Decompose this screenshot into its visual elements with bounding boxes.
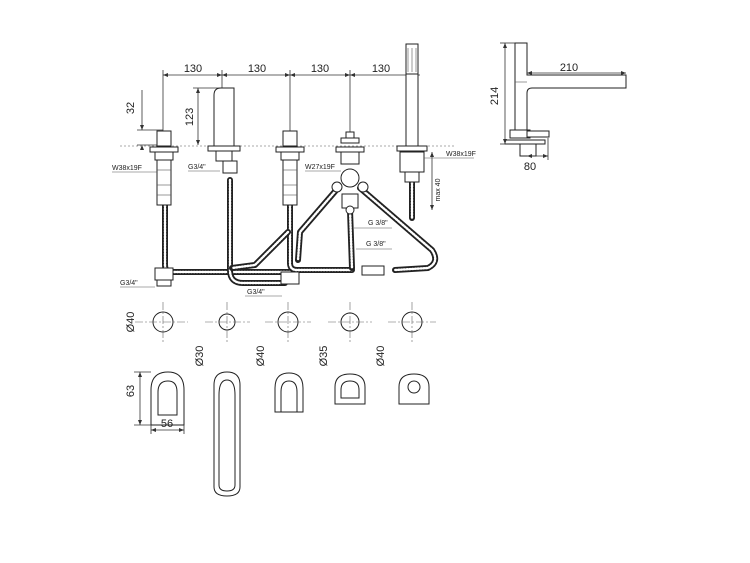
label-w27: W27x19F: [305, 164, 335, 171]
side-view: 214 210 80: [489, 42, 627, 173]
diameter-3: Ø40: [255, 346, 267, 367]
thread-labels: W38x19F G3/4" W27x19F W38x19F G 3/8" G 3…: [112, 151, 476, 297]
hose-connector: [361, 265, 385, 276]
valve-body-left: [149, 130, 179, 287]
dim-123: 123: [184, 108, 196, 126]
diameter-2: Ø30: [194, 346, 206, 367]
valve-body-center: [275, 130, 305, 285]
diameter-4: Ø35: [318, 346, 330, 367]
label-max40: max 40: [435, 178, 442, 201]
label-g34-left: G3/4": [120, 280, 138, 287]
dim-130-4: 130: [372, 63, 390, 75]
dim-56: 56: [161, 418, 173, 430]
diameter-1: Ø40: [125, 312, 137, 333]
height-dimensions: 32 123: [125, 87, 222, 150]
diameter-5: Ø40: [375, 346, 387, 367]
dim-210: 210: [560, 62, 578, 74]
diverter-body: [331, 131, 369, 215]
label-w38-right: W38x19F: [446, 151, 476, 158]
dim-130-3: 130: [311, 63, 329, 75]
label-g38-b: G 3/8": [366, 241, 386, 248]
top-dimension-chain: 130 130 130 130: [162, 63, 420, 140]
dim-32: 32: [125, 102, 137, 114]
spout-body: [207, 87, 241, 174]
dim-80: 80: [524, 161, 536, 173]
handles-top-view: 63 56: [125, 371, 430, 497]
hand-shower-body: [396, 43, 428, 183]
rosettes-row: Ø40 Ø30 Ø40 Ø35 Ø40: [125, 302, 436, 366]
hoses: [162, 177, 439, 286]
dim-63: 63: [125, 385, 137, 397]
label-g38-a: G 3/8": [368, 220, 388, 227]
label-g34-spout: G3/4": [188, 164, 206, 171]
label-g34-center: G3/4": [247, 289, 265, 296]
dim-214: 214: [489, 87, 501, 105]
dim-130-1: 130: [184, 63, 202, 75]
dim-130-2: 130: [248, 63, 266, 75]
label-w38-left: W38x19F: [112, 165, 142, 172]
